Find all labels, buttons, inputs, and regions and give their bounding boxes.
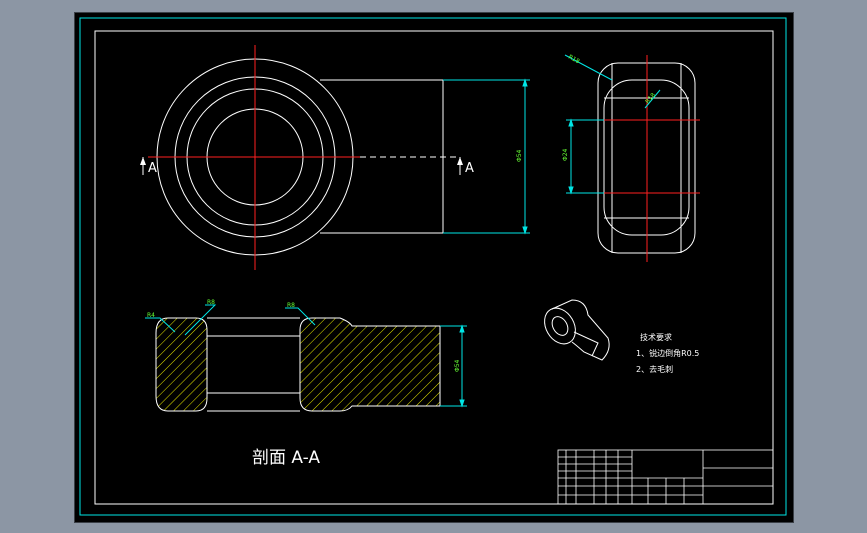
side-radius-label: R18	[567, 54, 581, 66]
section-view	[155, 317, 441, 412]
side-inner-dimension	[564, 54, 661, 195]
section-r2-label: R8	[207, 299, 215, 306]
iso-preview	[544, 299, 610, 361]
outer-frame	[79, 17, 787, 516]
section-height-label: Φ54	[454, 359, 461, 372]
notes-line-2: 2、去毛刺	[636, 364, 673, 374]
notes-line-1: 1、锐边倒角R0.5	[636, 348, 699, 358]
drawing-sheet	[74, 12, 794, 523]
side-inner-label: Φ24	[562, 148, 569, 161]
section-radius-leaders	[145, 304, 316, 336]
section-label-right: A	[465, 161, 474, 176]
section-label-left: A	[148, 161, 157, 176]
section-arrow-left: A	[140, 157, 157, 176]
section-r1-label: R4	[147, 312, 155, 319]
top-view-centerlines	[148, 45, 360, 270]
top-height-label: Φ54	[516, 149, 523, 162]
technical-notes: 技术要求 1、锐边倒角R0.5 2、去毛刺	[636, 332, 699, 374]
section-left-wall	[155, 317, 208, 412]
section-height-dimension	[440, 324, 467, 408]
section-right-wall	[299, 317, 441, 412]
section-arrow-right: A	[457, 157, 474, 176]
inner-frame	[94, 30, 774, 505]
section-r3-label: R8	[287, 302, 295, 309]
title-block	[557, 449, 774, 505]
top-height-dimension	[443, 78, 530, 235]
section-title: 剖面 A-A	[252, 448, 320, 468]
notes-heading: 技术要求	[640, 332, 672, 342]
